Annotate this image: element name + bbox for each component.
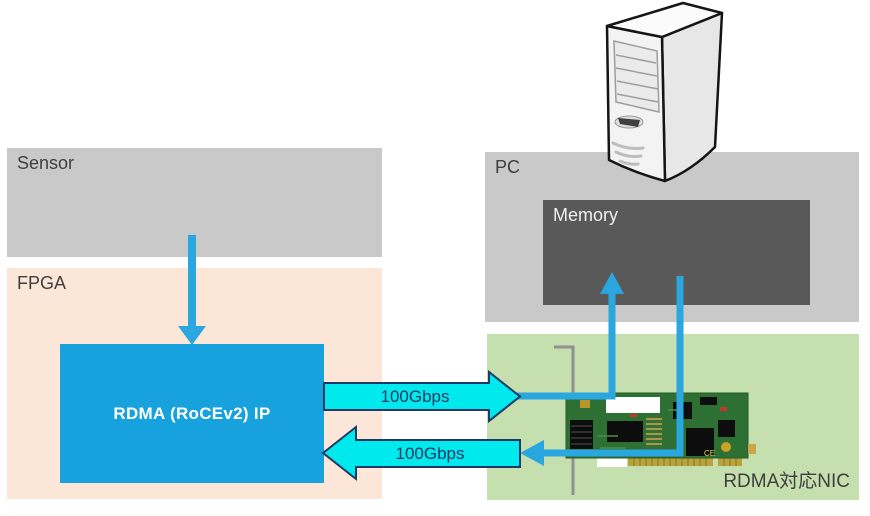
rdma-ip-block: RDMA (RoCEv2) IP (60, 344, 324, 483)
rdma-ip-label: RDMA (RoCEv2) IP (113, 403, 271, 423)
sensor-label: Sensor (17, 153, 75, 173)
nic-card-icon: CE (554, 345, 756, 495)
fpga-label: FPGA (17, 273, 67, 293)
server-tower-icon (605, 1, 724, 183)
tx-rate-label: 100Gbps (380, 387, 450, 406)
nic-ce-marking: CE (704, 449, 715, 458)
memory-box: Memory (543, 200, 810, 305)
nic-label: RDMA対応NIC (723, 471, 850, 492)
memory-label: Memory (553, 205, 619, 225)
sensor-box: Sensor (7, 148, 382, 257)
rx-rate-label: 100Gbps (395, 444, 465, 463)
pc-label: PC (495, 157, 521, 177)
